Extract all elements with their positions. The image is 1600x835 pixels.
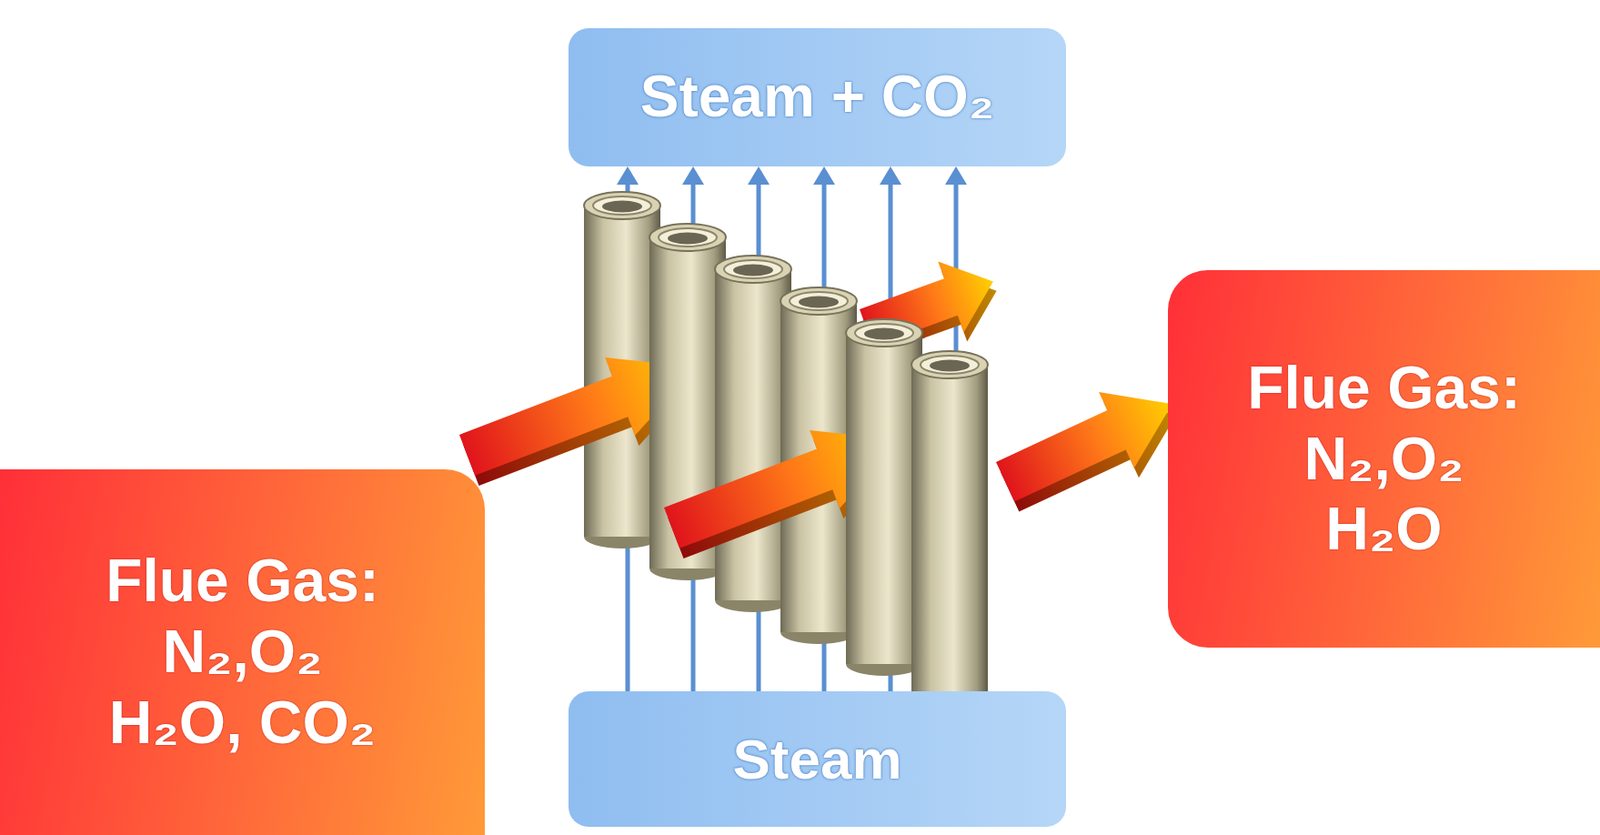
box-label: Steam (732, 725, 902, 793)
flue-gas-arrow (853, 246, 1010, 373)
steam-flow-arrows (616, 166, 967, 692)
box-label: H₂O (1325, 493, 1442, 565)
steam-line (625, 184, 631, 692)
steam-line (756, 184, 762, 692)
box-label: N₂,O₂ (1304, 423, 1465, 495)
box-label: H₂O, CO₂ (109, 687, 376, 759)
arrowhead (747, 166, 770, 185)
steam-line (888, 184, 894, 692)
membrane-tube (583, 191, 661, 549)
membrane-tube (649, 223, 726, 581)
box-label: N₂,O₂ (162, 616, 323, 688)
box-label: Steam + CO₂ (640, 62, 995, 132)
membrane-tube (845, 319, 923, 676)
flue-gas-arrow (656, 401, 920, 578)
arrowhead (879, 166, 902, 185)
flue-gas-box: Flue Gas:N₂,O₂H₂O, CO₂ (0, 469, 485, 835)
steam-line (691, 184, 696, 692)
box-label: Flue Gas: (105, 545, 380, 617)
flue-gas-arrow (452, 328, 715, 505)
box-label: Flue Gas: (1247, 352, 1521, 424)
steam-box: Steam (568, 691, 1067, 827)
steam-line (954, 184, 959, 692)
membrane-tube (780, 287, 857, 645)
steam-line (822, 184, 827, 692)
arrowhead (682, 166, 705, 185)
steam-box: Steam + CO₂ (568, 28, 1067, 167)
membrane-tube (714, 255, 792, 613)
arrowhead (945, 166, 967, 185)
flue-gas-box: Flue Gas:N₂,O₂H₂O (1167, 270, 1600, 648)
arrowhead (813, 166, 836, 185)
arrowhead (616, 166, 639, 185)
membrane-tube (911, 351, 988, 708)
flue-gas-arrow (987, 365, 1195, 530)
